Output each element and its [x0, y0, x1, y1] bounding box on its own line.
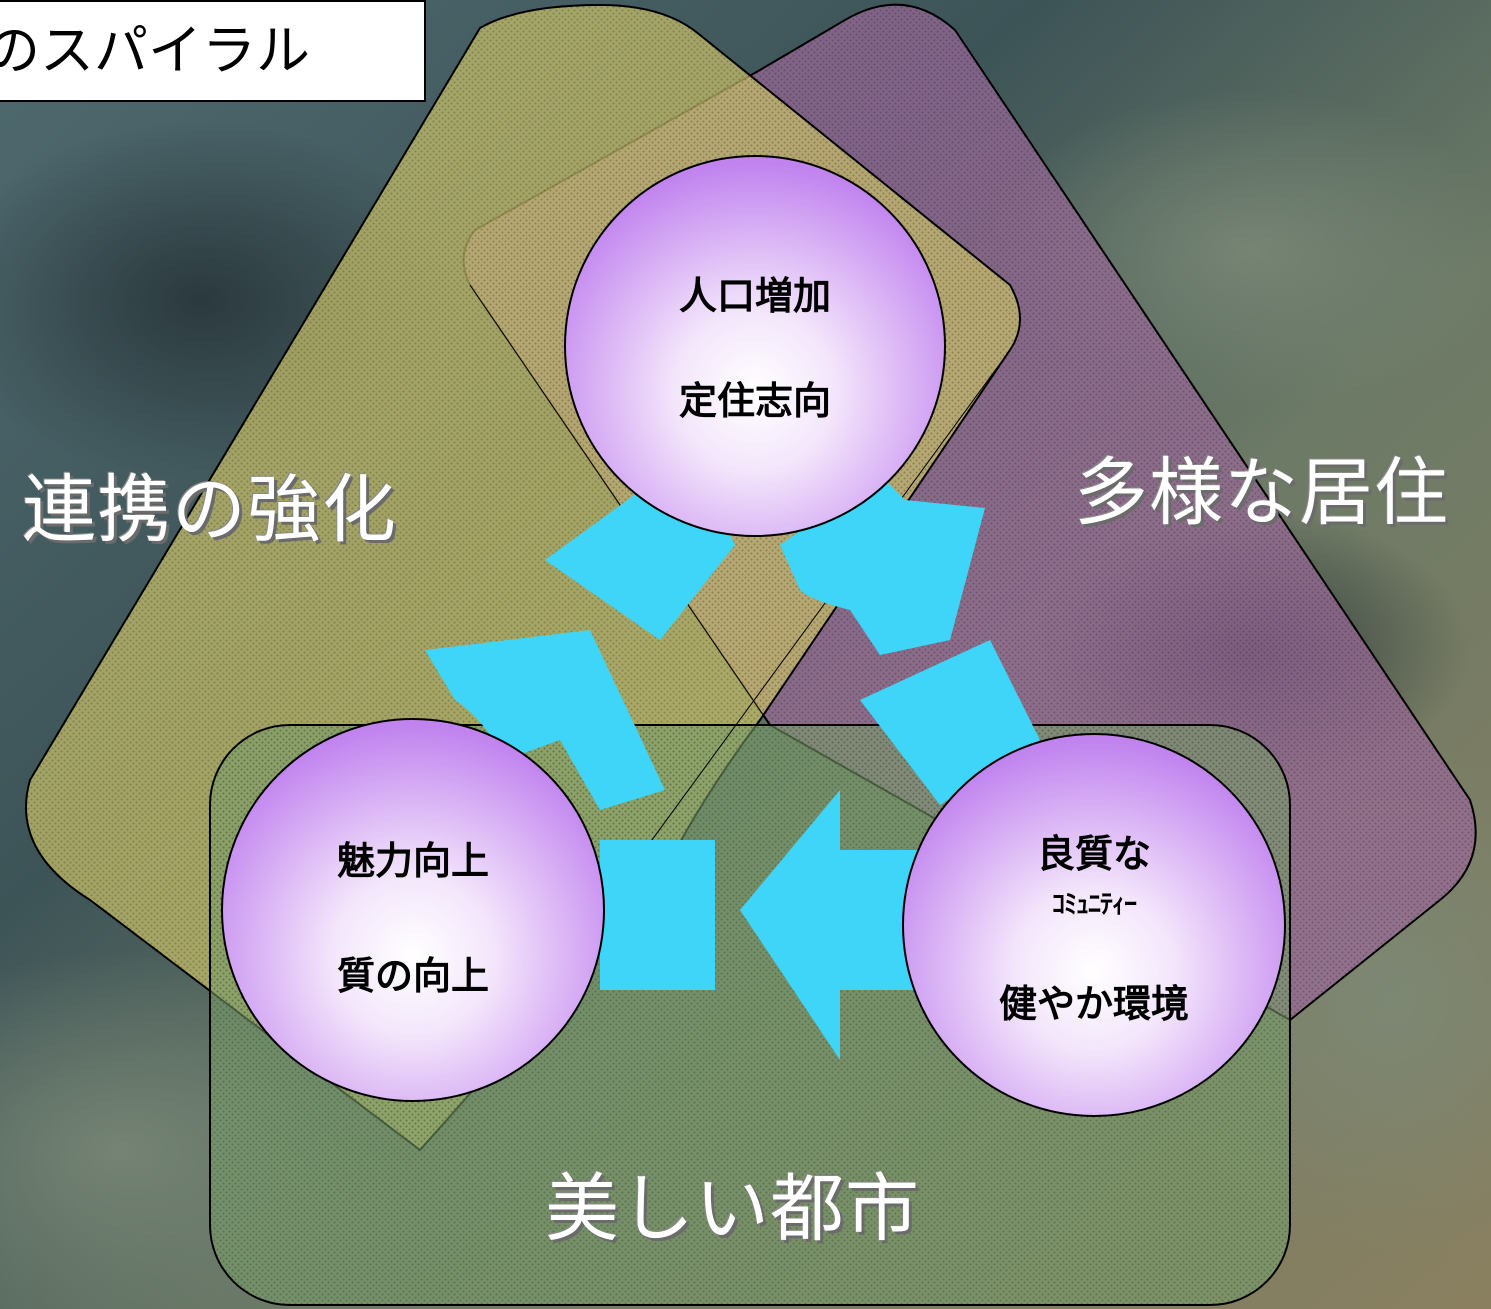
arrow-right-to-left-head — [740, 790, 930, 1060]
node-population-growth: 人口増加 定住志向 — [575, 250, 935, 440]
node-left-line2: 質の向上 — [336, 954, 489, 998]
region-outline — [469, 284, 771, 726]
arrow-right-to-left-tail — [600, 840, 715, 990]
node-right-circle — [902, 733, 1286, 1117]
node-left-line1: 魅力向上 — [336, 839, 489, 883]
node-left-circle — [221, 718, 605, 1102]
node-community: 良質な ｺﾐｭﾆﾃｨｰ 健やか環境 — [914, 805, 1274, 1045]
region-label-diverse-living: 多様な居住 — [1074, 450, 1449, 536]
region-label-beautiful-city: 美しい都市 — [545, 1166, 920, 1252]
arrow-left-to-top — [425, 630, 665, 810]
node-top-circle — [564, 155, 946, 537]
diagram-title: のスパイラル — [0, 0, 426, 102]
node-top-line2: 定住志向 — [678, 379, 831, 423]
node-right-line2: ｺﾐｭﾆﾃｨｰ — [1051, 889, 1137, 920]
node-right-line1: 良質な — [1036, 831, 1151, 876]
node-right-line3: 健やか環境 — [998, 981, 1189, 1026]
node-top-line1: 人口増加 — [678, 274, 831, 318]
region-outline — [629, 349, 1011, 871]
node-attractiveness: 魅力向上 質の向上 — [233, 815, 593, 1015]
region-label-cooperation: 連携の強化 — [22, 467, 397, 553]
